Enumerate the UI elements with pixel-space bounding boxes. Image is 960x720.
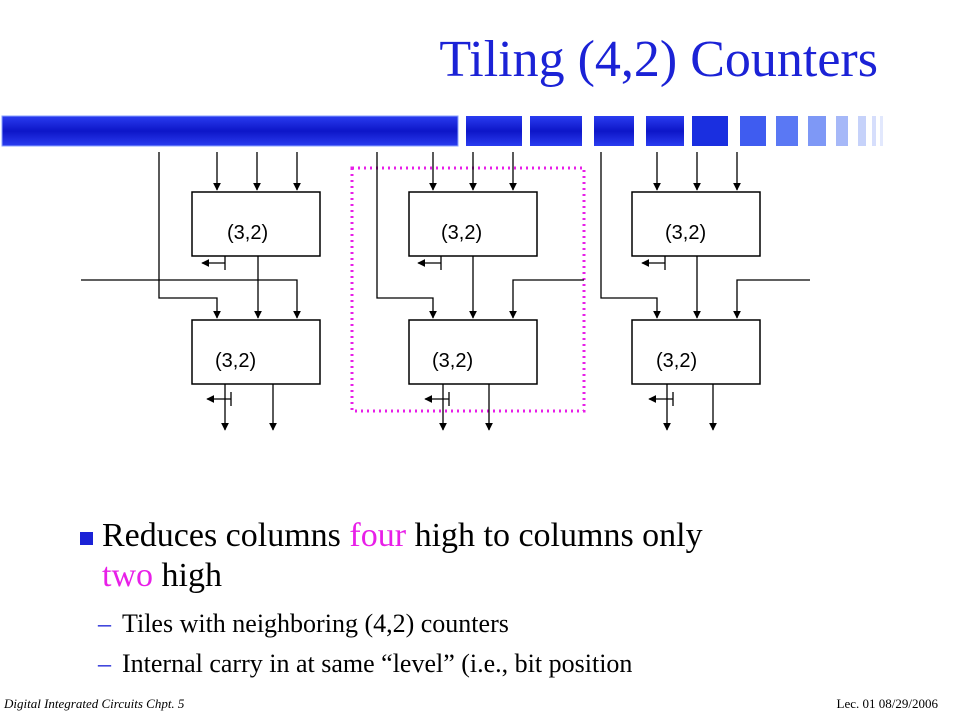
counter-label: (3,2): [441, 222, 482, 244]
slide-title: Tiling (4,2) Counters: [439, 31, 878, 88]
footer-course: Digital Integrated Circuits Chpt. 5: [4, 696, 185, 711]
decorative-header-bar: [1, 115, 883, 147]
counter-label: (3,2): [665, 222, 706, 244]
bullet-main: Reduces columns four high to columns onl…: [80, 516, 940, 596]
counter-box-bottom-1: [191, 319, 321, 385]
counter-box-top-1: [191, 191, 321, 257]
highlight-two: two: [102, 557, 153, 594]
counter-label: (3,2): [227, 222, 268, 244]
counter-tiling-diagram: (3,2) (3,2) (3,2) (3,2) (3,2) (3,2): [81, 152, 810, 431]
counter-box-bottom-2: [408, 319, 538, 385]
counter-box-top-2: [408, 191, 538, 257]
bullet-square-icon: [80, 532, 93, 545]
counter-label: (3,2): [432, 350, 473, 372]
highlight-four: four: [349, 517, 407, 554]
counter-label: (3,2): [215, 350, 256, 372]
counter-box-bottom-3: [631, 319, 761, 385]
dash-icon: –: [98, 649, 111, 678]
sub-bullet-1: – Tiles with neighboring (4,2) counters: [98, 609, 509, 638]
highlighted-4-2-counter-outline: [350, 166, 586, 413]
counter-label: (3,2): [656, 350, 697, 372]
bullet-list: Reduces columns four high to columns onl…: [80, 516, 940, 680]
dash-icon: –: [98, 609, 111, 638]
sub-bullet-2: – Internal carry in at same “level” (i.e…: [98, 649, 633, 678]
counter-box-top-3: [631, 191, 761, 257]
footer-lecture: Lec. 01 08/29/2006: [836, 696, 938, 711]
